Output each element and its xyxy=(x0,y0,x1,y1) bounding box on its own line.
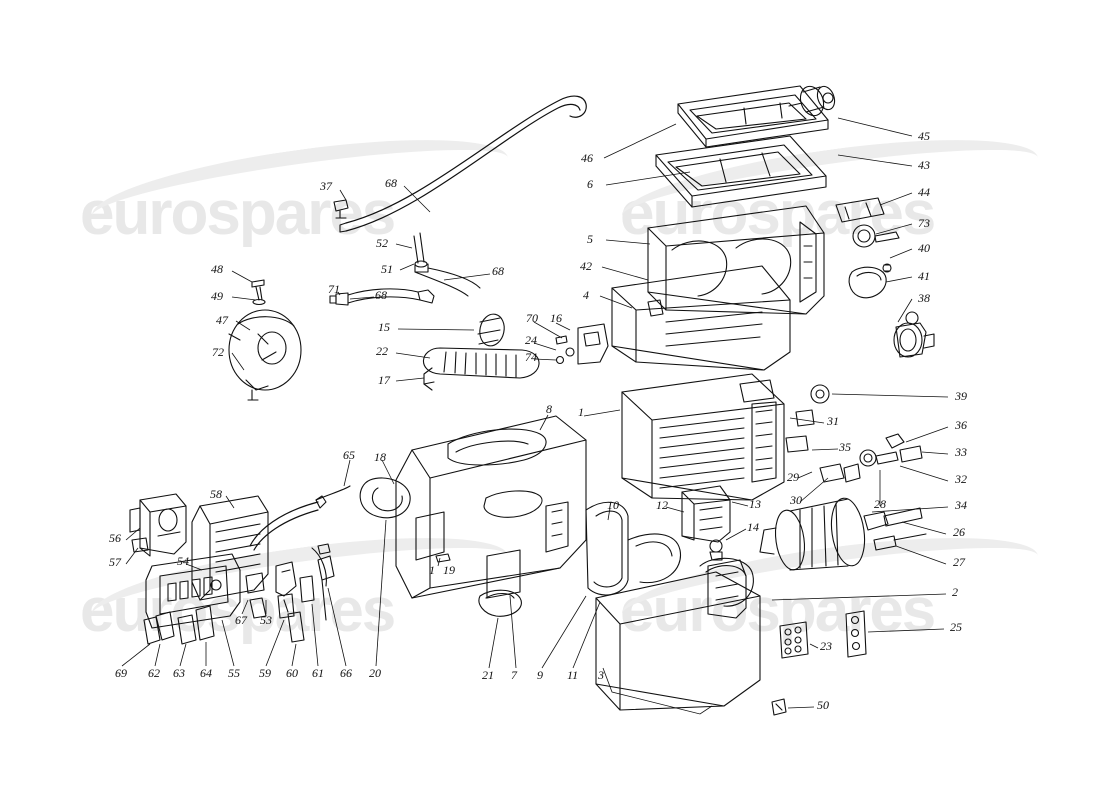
callout-7: 7 xyxy=(511,668,517,682)
callout-25: 25 xyxy=(950,620,962,634)
callout-36: 36 xyxy=(955,418,967,432)
callout-49: 49 xyxy=(211,289,223,303)
callout-71: 71 xyxy=(328,282,340,296)
callout-32: 32 xyxy=(955,472,967,486)
callout-27: 27 xyxy=(953,555,965,569)
callout-1-a: 1 xyxy=(578,405,584,419)
callout-1-b: 1 xyxy=(429,563,435,577)
callout-70: 70 xyxy=(526,311,538,325)
callout-69: 69 xyxy=(115,666,127,680)
callout-43: 43 xyxy=(918,158,930,172)
callout-14: 14 xyxy=(747,520,759,534)
callout-21: 21 xyxy=(482,668,494,682)
callout-6: 6 xyxy=(587,177,593,191)
callout-51: 51 xyxy=(381,262,393,276)
callout-4: 4 xyxy=(583,288,589,302)
callout-29: 29 xyxy=(787,470,799,484)
callout-58: 58 xyxy=(210,487,222,501)
callout-11: 11 xyxy=(567,668,579,682)
callout-8: 8 xyxy=(546,402,552,416)
callout-66: 66 xyxy=(340,666,352,680)
callout-68-a: 68 xyxy=(385,176,397,190)
callout-68-c: 68 xyxy=(375,288,387,302)
callout-23: 23 xyxy=(820,639,832,653)
callout-54: 54 xyxy=(177,554,189,568)
callout-46: 46 xyxy=(581,151,593,165)
callout-73: 73 xyxy=(918,216,930,230)
callout-37: 37 xyxy=(320,179,332,193)
callout-10: 10 xyxy=(607,498,619,512)
callout-56: 56 xyxy=(109,531,121,545)
callout-16: 16 xyxy=(550,311,562,325)
callout-22: 22 xyxy=(376,344,388,358)
callout-65: 65 xyxy=(343,448,355,462)
callout-47: 47 xyxy=(216,313,228,327)
callout-5: 5 xyxy=(587,232,593,246)
callout-34: 34 xyxy=(955,498,967,512)
callout-63: 63 xyxy=(173,666,185,680)
callout-44: 44 xyxy=(918,185,930,199)
callout-31: 31 xyxy=(827,414,839,428)
callout-17: 17 xyxy=(378,373,390,387)
callout-35: 35 xyxy=(839,440,851,454)
callout-45: 45 xyxy=(918,129,930,143)
callout-57: 57 xyxy=(109,555,121,569)
callout-13: 13 xyxy=(749,497,761,511)
callout-15: 15 xyxy=(378,320,390,334)
callout-50: 50 xyxy=(817,698,829,712)
callout-68-b: 68 xyxy=(492,264,504,278)
callout-12: 12 xyxy=(656,498,668,512)
callout-53: 53 xyxy=(260,613,272,627)
watermark-bottom-left: eurospares xyxy=(80,576,396,645)
callout-3: 3 xyxy=(598,668,604,682)
callout-9: 9 xyxy=(537,668,543,682)
callout-61: 61 xyxy=(312,666,324,680)
callout-24: 24 xyxy=(525,333,537,347)
callout-72: 72 xyxy=(212,345,224,359)
callout-28: 28 xyxy=(874,497,886,511)
callout-30: 30 xyxy=(790,493,802,507)
callout-20: 20 xyxy=(369,666,381,680)
callout-62: 62 xyxy=(148,666,160,680)
callout-74: 74 xyxy=(525,350,537,364)
callout-40: 40 xyxy=(918,241,930,255)
callout-18: 18 xyxy=(374,450,386,464)
callout-64: 64 xyxy=(200,666,212,680)
watermark-top-left: eurospares xyxy=(80,179,396,248)
callout-42: 42 xyxy=(580,259,592,273)
callout-52: 52 xyxy=(376,236,388,250)
callout-67: 67 xyxy=(235,613,247,627)
callout-48: 48 xyxy=(211,262,223,276)
callout-41: 41 xyxy=(918,269,930,283)
callout-59: 59 xyxy=(259,666,271,680)
callout-26: 26 xyxy=(953,525,965,539)
callout-55: 55 xyxy=(228,666,240,680)
callout-19: 19 xyxy=(443,563,455,577)
callout-39: 39 xyxy=(955,389,967,403)
callout-38: 38 xyxy=(918,291,930,305)
watermark-bottom-right: eurospares xyxy=(620,576,936,645)
callout-2: 2 xyxy=(952,585,958,599)
callout-60: 60 xyxy=(286,666,298,680)
callout-33: 33 xyxy=(955,445,967,459)
